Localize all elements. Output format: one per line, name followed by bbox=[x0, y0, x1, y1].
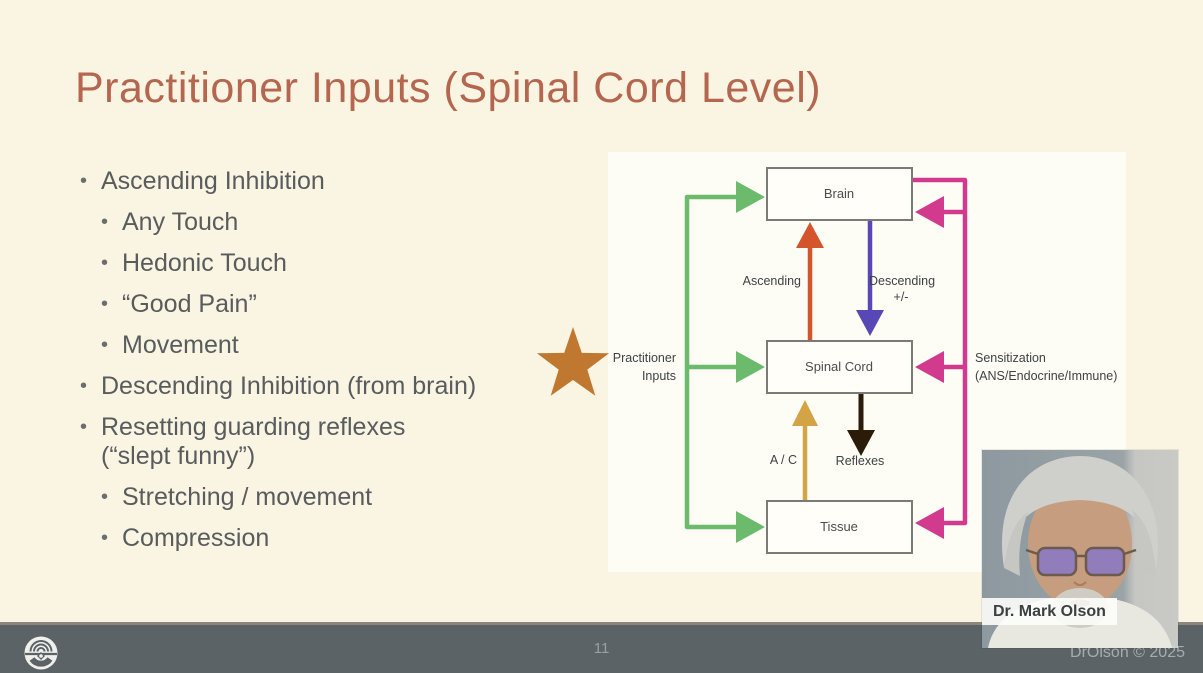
flow-diagram: Brain Spinal Cord Tissue Ascending Desce… bbox=[613, 167, 1117, 554]
ascending-arrow bbox=[796, 222, 824, 341]
bullet-text: Ascending Inhibition bbox=[101, 167, 325, 195]
list-item: • Ascending Inhibition bbox=[80, 167, 580, 196]
brain-box-label: Brain bbox=[824, 186, 854, 201]
list-item: • Descending Inhibition (from brain) bbox=[80, 372, 580, 401]
bullet-text: Compression bbox=[122, 524, 270, 552]
ac-arrow bbox=[792, 400, 818, 501]
bullet-marker: • bbox=[101, 486, 109, 508]
list-item: • Movement bbox=[101, 331, 580, 360]
page-number: 11 bbox=[593, 640, 610, 657]
bullet-marker: • bbox=[101, 211, 109, 233]
sensitization-label-line1: Sensitization bbox=[975, 351, 1046, 365]
bullet-marker: • bbox=[101, 252, 109, 274]
practitioner-inputs-label-line1: Practitioner bbox=[613, 351, 676, 365]
sensitization-arrows bbox=[909, 177, 968, 526]
tissue-box-label: Tissue bbox=[820, 519, 858, 534]
practitioner-arrowheads bbox=[736, 181, 765, 543]
brain-box: Brain bbox=[766, 167, 913, 221]
presenter-name-tag: Dr. Mark Olson bbox=[982, 598, 1117, 625]
bullet-marker: • bbox=[101, 334, 109, 356]
bullet-marker: • bbox=[101, 293, 109, 315]
bullet-marker: • bbox=[80, 375, 88, 397]
list-item: • Stretching / movement bbox=[101, 483, 580, 512]
practitioner-input-arrows bbox=[684, 194, 742, 530]
bullet-marker: • bbox=[80, 416, 88, 438]
bullet-text: Movement bbox=[122, 331, 239, 359]
list-item: • Any Touch bbox=[101, 208, 580, 237]
bullet-marker: • bbox=[101, 527, 109, 549]
list-item: • Resetting guarding reflexes (“slept fun… bbox=[80, 413, 580, 471]
reflexes-label: Reflexes bbox=[836, 454, 885, 468]
copyright-text: DrOlson © 2025 bbox=[1070, 644, 1185, 661]
list-item: • Hedonic Touch bbox=[101, 249, 580, 278]
descending-sign-label: +/- bbox=[894, 290, 909, 304]
bullet-text: “Good Pain” bbox=[122, 290, 257, 318]
descending-arrow bbox=[856, 220, 884, 336]
glasses bbox=[1025, 546, 1137, 577]
bullet-text: Hedonic Touch bbox=[122, 249, 287, 277]
list-item: • “Good Pain” bbox=[101, 290, 580, 319]
reflexes-arrow bbox=[847, 393, 875, 456]
tissue-box: Tissue bbox=[766, 500, 913, 554]
ac-label: A / C bbox=[770, 453, 797, 467]
bullet-marker: • bbox=[80, 170, 88, 192]
page-title: Practitioner Inputs (Spinal Cord Level) bbox=[75, 64, 822, 112]
practitioner-inputs-label-line2: Inputs bbox=[642, 369, 676, 383]
descending-label: Descending bbox=[869, 274, 935, 288]
bullet-text: Descending Inhibition (from brain) bbox=[101, 372, 477, 400]
ascending-label: Ascending bbox=[743, 274, 801, 288]
bullet-text: Stretching / movement bbox=[122, 483, 373, 511]
bullet-text: Any Touch bbox=[122, 208, 239, 236]
webcam-video: Dr. Mark Olson bbox=[982, 450, 1178, 648]
radiating-arcs-logo-icon bbox=[24, 636, 58, 670]
diagram-panel: Brain Spinal Cord Tissue Ascending Desce… bbox=[608, 152, 1126, 572]
bullet-text: Resetting guarding reflexes (“slept funn… bbox=[101, 413, 406, 470]
sensitization-arrowheads bbox=[915, 196, 944, 539]
spinal-cord-box: Spinal Cord bbox=[766, 340, 913, 394]
list-item: • Compression bbox=[101, 524, 580, 553]
bullet-list: • Ascending Inhibition • Any Touch • Hedonic … bbox=[80, 167, 580, 565]
sensitization-label-line2: (ANS/Endocrine/Immune) bbox=[975, 369, 1117, 383]
spinal-cord-box-label: Spinal Cord bbox=[805, 359, 873, 374]
star-icon bbox=[536, 327, 610, 396]
